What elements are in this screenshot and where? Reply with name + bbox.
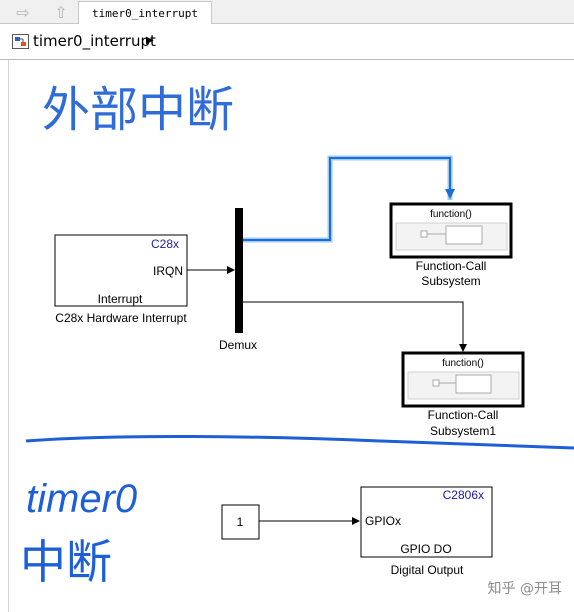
handwritten-note-bottom: timer0 中断: [20, 477, 137, 588]
c2806x-tag: C2806x: [443, 488, 484, 502]
signal-line-demux-subsystem1[interactable]: [243, 301, 467, 352]
model-canvas[interactable]: 外部中断 timer0 中断 C28x IRQN Interrupt C28x …: [0, 60, 574, 612]
triangle-right-icon[interactable]: ▶: [146, 35, 154, 46]
demux-name: Demux: [219, 338, 257, 352]
back-arrow-icon[interactable]: ⇨: [16, 2, 30, 22]
function-call-subsystem1-name-line2: Subsystem1: [430, 424, 496, 438]
digital-output-name: Digital Output: [391, 563, 464, 577]
function-call-subsystem-name-line1: Function-Call: [416, 259, 487, 273]
function-call-subsystem-block[interactable]: function(): [389, 202, 513, 259]
signal-line-selected[interactable]: [243, 157, 455, 241]
function-call-subsystem1-name-line1: Function-Call: [428, 408, 499, 422]
function-call-trigger-label: function(): [430, 209, 472, 220]
gpio-do-inner-label: GPIO DO: [400, 542, 451, 556]
watermark: 知乎 @开耳: [487, 581, 562, 597]
handwritten-divider: [25, 434, 574, 450]
interrupt-inner-label: Interrupt: [98, 292, 143, 306]
breadcrumb: timer0_interrupt ▶: [0, 24, 574, 60]
constant-value: 1: [237, 515, 244, 529]
function-call-subsystem1-block[interactable]: function(): [401, 351, 525, 408]
subsystem-preview-port: [420, 230, 428, 238]
demux-block[interactable]: [235, 208, 243, 333]
function-call-subsystem-name-line2: Subsystem: [421, 274, 480, 288]
breadcrumb-model[interactable]: timer0_interrupt: [33, 32, 156, 50]
function-call-trigger-label-2: function(): [442, 358, 484, 369]
subsystem-preview-block: [445, 225, 483, 245]
subsystem1-preview-port: [432, 379, 440, 387]
gpiox-port-label: GPIOx: [365, 514, 401, 528]
handwritten-note-top-text: 外部中断: [42, 84, 234, 137]
subsystem1-preview-block: [455, 374, 492, 394]
gpio-do-block[interactable]: C2806x GPIOx GPIO DO: [360, 486, 493, 558]
c28x-block-name: C28x Hardware Interrupt: [55, 311, 187, 325]
canvas-border: [8, 60, 9, 612]
tab-label: timer0_interrupt: [92, 6, 198, 20]
handwritten-note-bottom-line1: timer0: [26, 477, 137, 521]
c28x-hardware-interrupt-block[interactable]: C28x IRQN Interrupt: [54, 234, 188, 307]
handwritten-note-top: 外部中断: [42, 84, 234, 137]
handwritten-note-bottom-line2: 中断: [20, 536, 112, 588]
toolbar: ⇨ ⇧ timer0_interrupt: [0, 0, 574, 24]
c28x-tag: C28x: [151, 237, 179, 251]
irqn-port-label: IRQN: [153, 264, 183, 278]
up-arrow-icon[interactable]: ⇧: [54, 2, 68, 22]
constant-block[interactable]: 1: [221, 504, 260, 540]
tab-model[interactable]: timer0_interrupt: [78, 1, 212, 24]
model-icon: [12, 34, 29, 49]
